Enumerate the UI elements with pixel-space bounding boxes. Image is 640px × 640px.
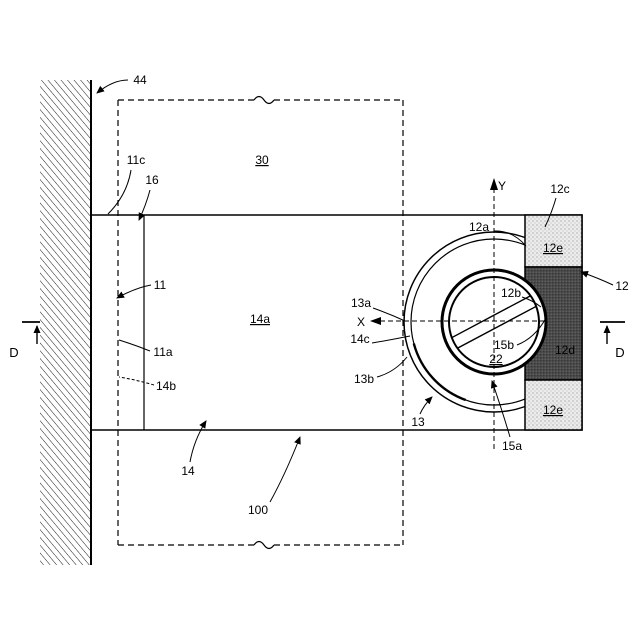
label-30: 30 (255, 153, 269, 167)
label-section-left: D (9, 345, 18, 360)
label-100: 100 (248, 503, 268, 517)
label-44: 44 (133, 73, 147, 87)
label-12b: 12b (501, 286, 521, 300)
label-13: 13 (411, 415, 425, 429)
label-11: 11 (154, 278, 167, 292)
label-14c: 14c (350, 332, 369, 346)
label-14: 14 (181, 464, 195, 478)
section-marker-right (600, 322, 625, 344)
label-14a: 14a (250, 312, 270, 326)
label-section-right: D (615, 345, 624, 360)
label-12e-top: 12e (543, 241, 563, 255)
label-axis-y: Y (498, 179, 506, 193)
label-15b: 15b (494, 338, 514, 352)
section-marker-left (22, 322, 40, 344)
label-15a: 15a (502, 439, 522, 453)
label-axis-x: X (357, 315, 365, 329)
label-12a: 12a (469, 220, 489, 234)
label-12d: 12d (555, 343, 575, 357)
hatched-wall (40, 80, 91, 565)
label-11a: 11a (153, 345, 172, 359)
label-14b: 14b (156, 379, 176, 393)
label-12e-bottom: 12e (543, 403, 563, 417)
label-12: 12 (615, 279, 629, 293)
label-11c: 11c (127, 153, 145, 167)
label-16: 16 (145, 173, 159, 187)
label-13a: 13a (351, 296, 371, 310)
label-13b: 13b (354, 372, 374, 386)
label-12c: 12c (550, 182, 569, 196)
label-22: 22 (489, 352, 503, 366)
